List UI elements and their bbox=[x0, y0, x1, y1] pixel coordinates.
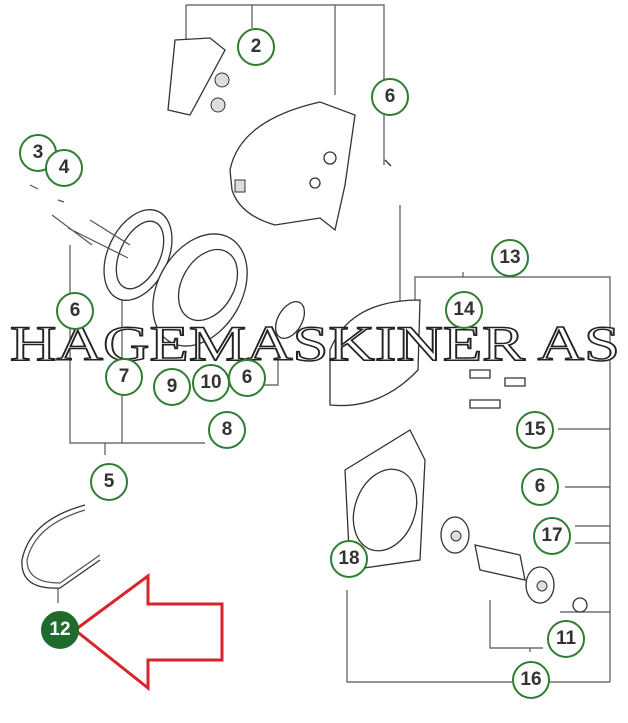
callout-17[interactable]: 17 bbox=[533, 517, 571, 555]
drive-belt bbox=[21, 504, 101, 589]
leader-lines bbox=[57, 4, 611, 683]
callout-9[interactable]: 9 bbox=[153, 368, 191, 406]
callout-12-selected[interactable]: 12 bbox=[41, 611, 79, 649]
callout-11[interactable]: 11 bbox=[547, 620, 585, 658]
callout-6[interactable]: 6 bbox=[56, 292, 94, 330]
callout-7[interactable]: 7 bbox=[105, 358, 143, 396]
callout-18[interactable]: 18 bbox=[330, 540, 368, 578]
callout-14[interactable]: 14 bbox=[445, 291, 483, 329]
callout-6[interactable]: 6 bbox=[228, 359, 266, 397]
callout-5[interactable]: 5 bbox=[90, 463, 128, 501]
callout-4[interactable]: 4 bbox=[45, 149, 83, 187]
watermark: HAGEMASKINER AS bbox=[10, 315, 620, 371]
callout-15[interactable]: 15 bbox=[516, 411, 554, 449]
callout-6[interactable]: 6 bbox=[521, 468, 559, 506]
callout-2[interactable]: 2 bbox=[237, 28, 275, 66]
callout-8[interactable]: 8 bbox=[208, 411, 246, 449]
callout-10[interactable]: 10 bbox=[192, 364, 230, 402]
housing-assembly bbox=[329, 299, 588, 613]
callout-6[interactable]: 6 bbox=[371, 78, 409, 116]
pulley-assembly bbox=[29, 184, 306, 347]
callout-13[interactable]: 13 bbox=[491, 239, 529, 277]
callout-16[interactable]: 16 bbox=[512, 661, 550, 699]
highlight-arrow bbox=[72, 573, 224, 692]
cover-assembly bbox=[167, 37, 392, 232]
